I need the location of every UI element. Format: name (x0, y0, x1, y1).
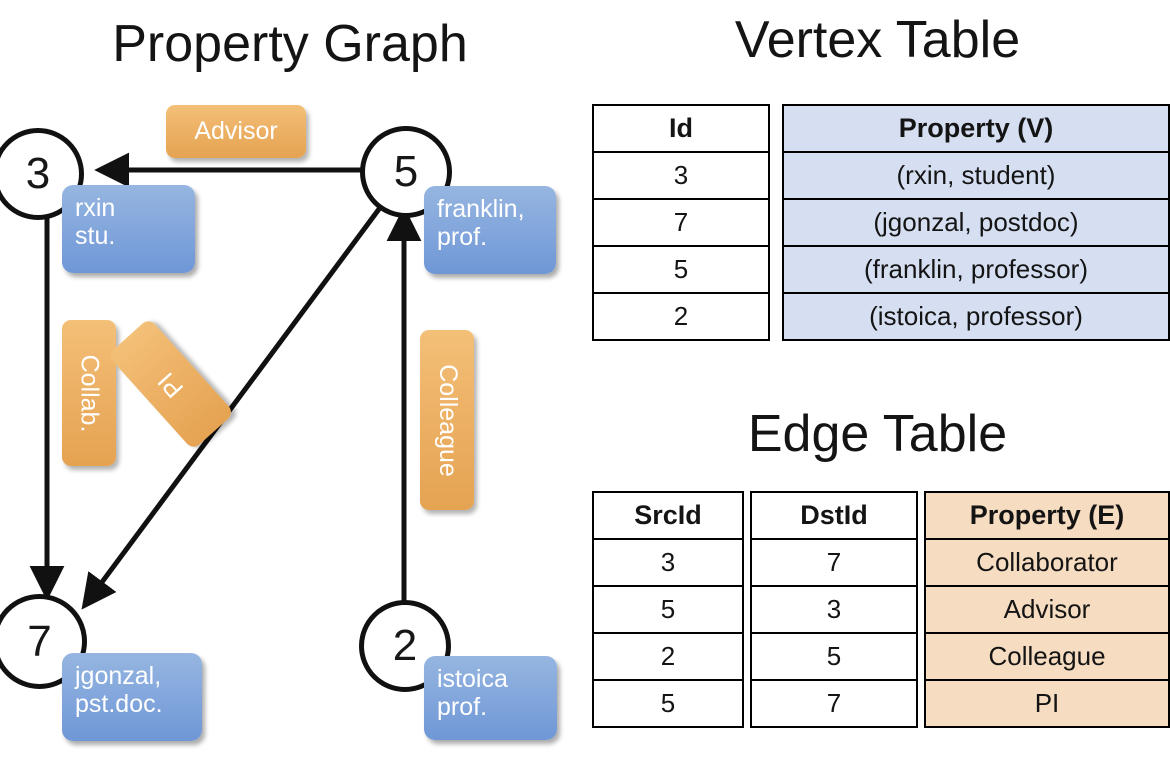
table-row: 2 (592, 632, 744, 681)
vertex-label-franklin: franklin, prof. (424, 186, 556, 274)
edge-table-property-column: Property (E) Collaborator Advisor Collea… (924, 491, 1170, 728)
edge-5-to-7 (81, 203, 385, 610)
vertex-label-franklin-line2: prof. (437, 223, 488, 251)
vertex-label-rxin: rxin stu. (62, 185, 195, 273)
graph-node-5-id: 5 (393, 147, 419, 196)
table-row: Property (V) (782, 104, 1170, 153)
table-row: Collaborator (924, 538, 1170, 587)
vertex-label-istoica: istoica prof. (424, 656, 557, 740)
vertex-table-cell-property: (franklin, professor) (782, 245, 1170, 294)
edge-label-colleague: Colleague (420, 330, 474, 510)
vertex-table-cell-property: (istoica, professor) (782, 292, 1170, 341)
edge-table-header-srcid: SrcId (592, 491, 744, 540)
table-row: 5 (592, 679, 744, 728)
page-title-vertex-table: Vertex Table (734, 11, 1021, 69)
table-row: 7 (750, 538, 918, 587)
vertex-label-jgonzal-line2: pst.doc. (75, 690, 163, 718)
table-row: (franklin, professor) (782, 245, 1170, 294)
vertex-label-jgonzal-line1: jgonzal, (75, 662, 162, 690)
edge-table-cell-srcid: 3 (592, 538, 744, 587)
page-title-edge-table: Edge Table (747, 405, 1008, 463)
edge-label-advisor: Advisor (166, 105, 306, 158)
table-row: Id (592, 104, 770, 153)
graph-node-7-id: 7 (27, 616, 52, 666)
table-row: Property (E) (924, 491, 1170, 540)
table-row: 3 (592, 151, 770, 200)
vertex-table-cell-id: 5 (592, 245, 770, 294)
table-row: Colleague (924, 632, 1170, 681)
graph-node-3-id: 3 (25, 149, 51, 198)
table-row: 3 (750, 585, 918, 634)
graph-edges-layer (29, 152, 422, 610)
vertex-label-rxin-line2: stu. (75, 222, 116, 250)
table-row: 2 (592, 292, 770, 341)
table-row: (istoica, professor) (782, 292, 1170, 341)
table-row: SrcId (592, 491, 744, 540)
graph-node-2-id: 2 (392, 621, 418, 670)
table-row: 5 (592, 245, 770, 294)
vertex-table-cell-property: (rxin, student) (782, 151, 1170, 200)
vertex-label-franklin-line1: franklin, (437, 195, 525, 223)
edge-table-cell-property: Collaborator (924, 538, 1170, 587)
vertex-table-id-column: Id 3 7 5 2 (592, 104, 770, 341)
vertex-label-jgonzal: jgonzal, pst.doc. (62, 653, 202, 741)
table-row: 5 (750, 632, 918, 681)
table-row: 5 (592, 585, 744, 634)
edge-table-dstid-column: DstId 7 3 5 7 (750, 491, 918, 728)
vertex-label-istoica-line1: istoica (437, 665, 508, 693)
edge-table-cell-srcid: 5 (592, 679, 744, 728)
edge-table-cell-dstid: 7 (750, 679, 918, 728)
table-row: 7 (592, 198, 770, 247)
vertex-table-cell-id: 2 (592, 292, 770, 341)
edge-label-collab-text: Collab. (75, 354, 104, 432)
vertex-table-cell-id: 3 (592, 151, 770, 200)
edge-table-cell-property: Advisor (924, 585, 1170, 634)
table-row: 7 (750, 679, 918, 728)
vertex-table-cell-id: 7 (592, 198, 770, 247)
edge-table-cell-dstid: 5 (750, 632, 918, 681)
edge-label-collab: Collab. (62, 320, 116, 466)
page-title-property-graph: Property Graph (112, 15, 468, 73)
edge-label-colleague-text: Colleague (433, 363, 462, 477)
vertex-table-header-property: Property (V) (782, 104, 1170, 153)
property-graph-diagram: 3 rxin stu. 5 franklin, prof. 7 jgonzal,… (0, 0, 580, 760)
vertex-label-rxin-line1: rxin (75, 194, 116, 222)
table-row: PI (924, 679, 1170, 728)
edge-table-srcid-column: SrcId 3 5 2 5 (592, 491, 744, 728)
vertex-table-cell-property: (jgonzal, postdoc) (782, 198, 1170, 247)
edge-table-header-dstid: DstId (750, 491, 918, 540)
vertex-label-istoica-line2: prof. (437, 693, 488, 721)
table-row: (rxin, student) (782, 151, 1170, 200)
table-row: Advisor (924, 585, 1170, 634)
edge-table-header-property: Property (E) (924, 491, 1170, 540)
table-row: 3 (592, 538, 744, 587)
table-row: DstId (750, 491, 918, 540)
vertex-table-property-column: Property (V) (rxin, student) (jgonzal, p… (782, 104, 1170, 341)
edge-label-pi-text: PI (152, 366, 189, 403)
edge-table-cell-dstid: 7 (750, 538, 918, 587)
edge-table-cell-srcid: 5 (592, 585, 744, 634)
vertex-table-header-id: Id (592, 104, 770, 153)
edge-label-advisor-text: Advisor (194, 117, 278, 145)
edge-table-cell-dstid: 3 (750, 585, 918, 634)
edge-table-cell-property: Colleague (924, 632, 1170, 681)
table-row: (jgonzal, postdoc) (782, 198, 1170, 247)
edge-table-cell-srcid: 2 (592, 632, 744, 681)
edge-table-cell-property: PI (924, 679, 1170, 728)
